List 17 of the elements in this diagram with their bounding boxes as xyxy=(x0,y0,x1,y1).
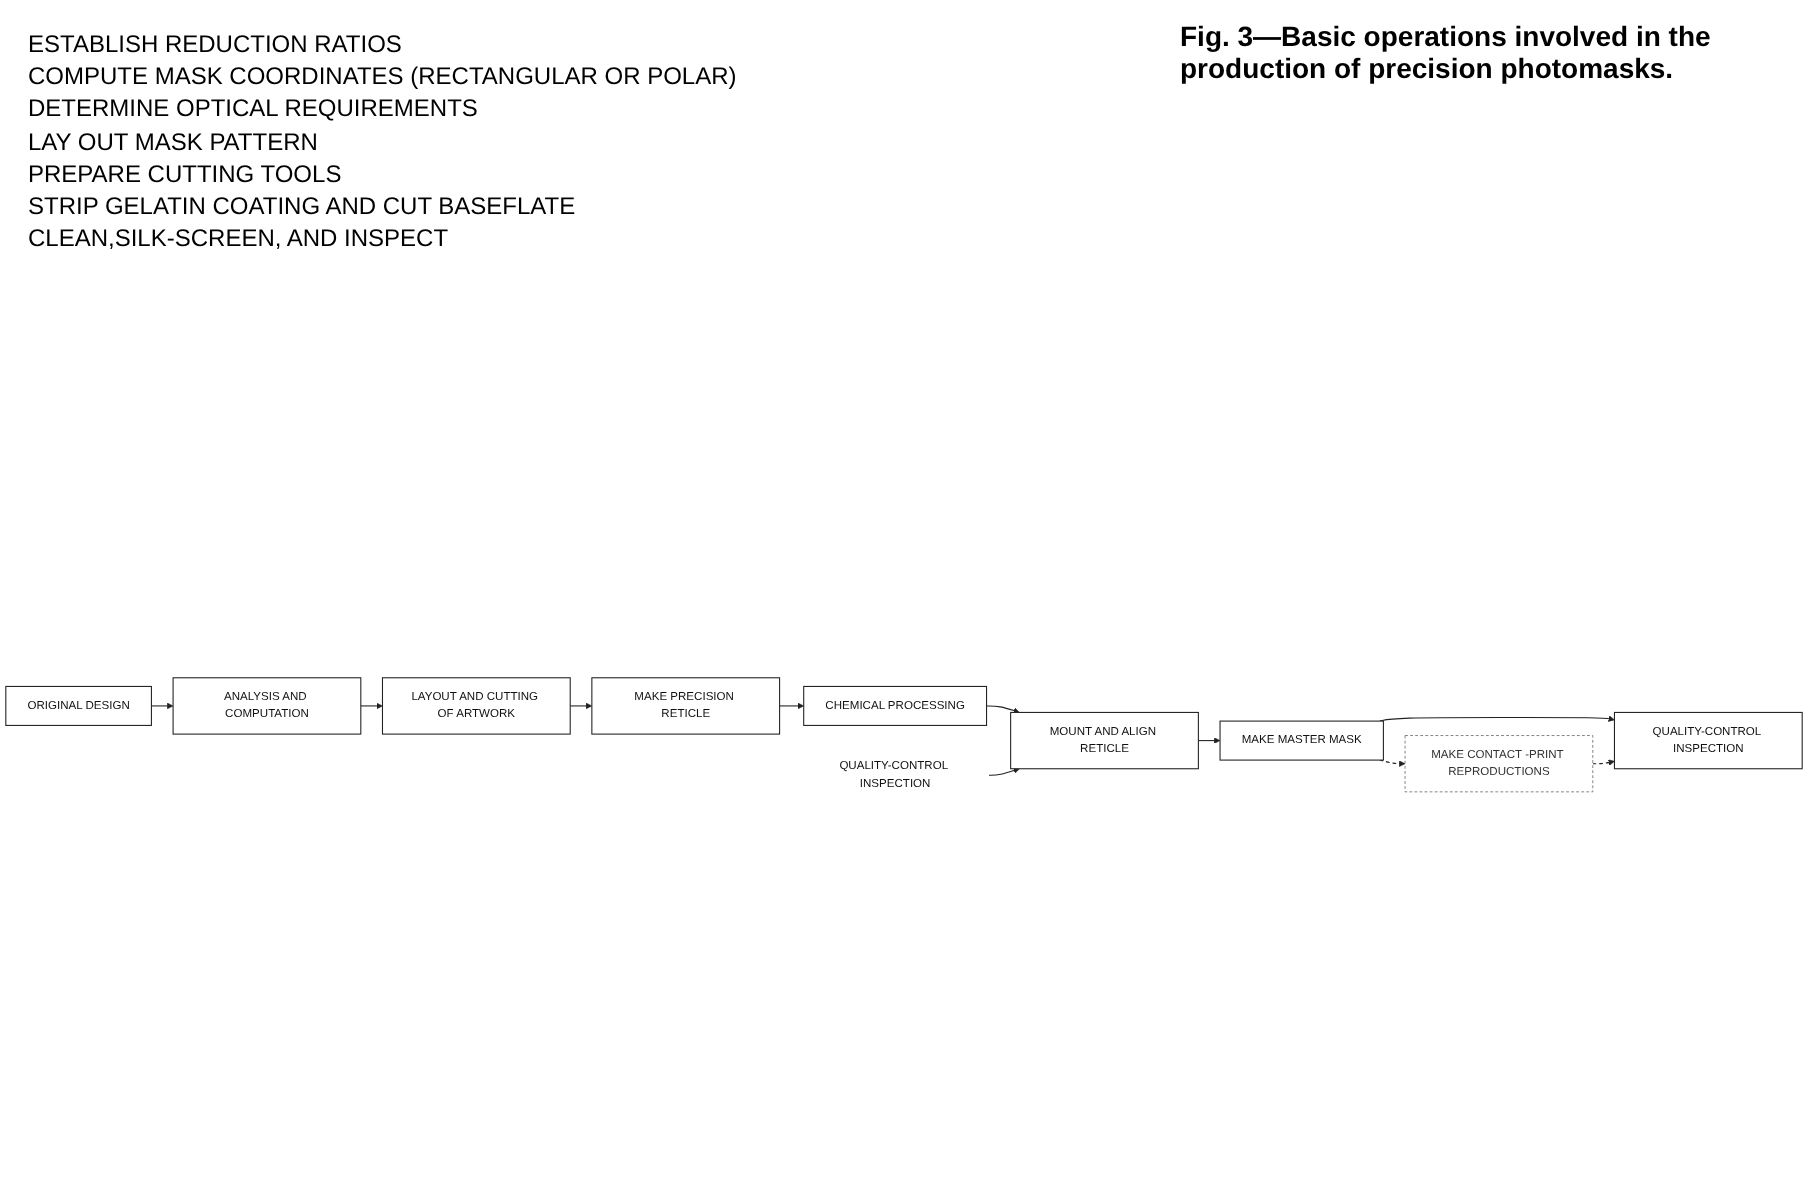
arrow xyxy=(779,702,804,709)
note-text: LAY OUT MASK PATTERN xyxy=(28,125,320,158)
arrow xyxy=(1592,758,1615,766)
note-text: STRIP GELATIN COATING AND CUT BASEFLATE xyxy=(28,189,578,223)
note-text: PREPARE CUTTING TOOLS xyxy=(28,157,344,190)
arrow xyxy=(150,702,174,709)
figure-caption: Fig. 3—Basic operations involved in the production of precision photomasks. xyxy=(1180,20,1713,84)
note-text: CLEAN,SILK-SCREEN, AND INSPECT xyxy=(28,222,451,255)
note-text: DETERMINE OPTICAL REQUIREMENTS xyxy=(28,92,480,126)
note-text: COMPUTE MASK COORDINATES (RECTANGULAR OR POLAR) xyxy=(28,60,737,93)
note-text: ESTABLISH REDUCTION RATIOS xyxy=(28,28,404,61)
arrow xyxy=(988,766,1020,776)
arrow xyxy=(569,702,593,709)
arrow xyxy=(360,702,383,709)
arrow xyxy=(1379,714,1615,722)
arrow xyxy=(986,704,1020,714)
arrow xyxy=(1197,736,1221,744)
